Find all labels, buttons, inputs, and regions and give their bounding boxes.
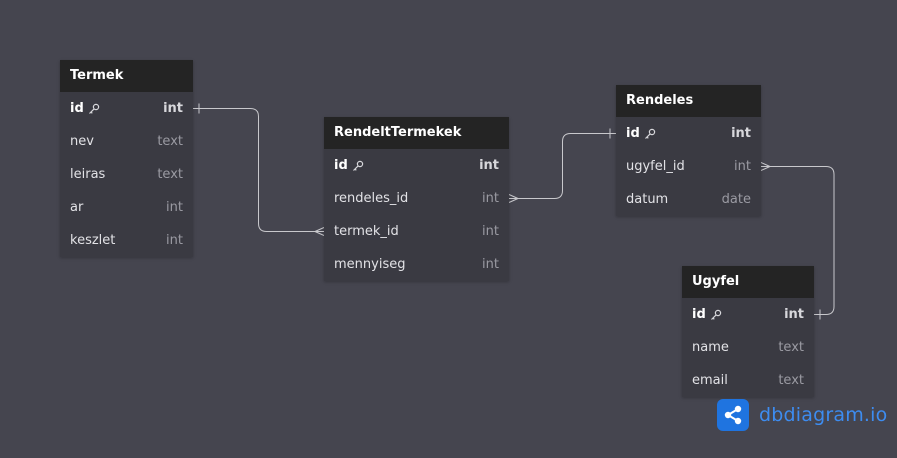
field-type: text [157,134,183,149]
field-row-id[interactable]: id int [324,149,509,182]
primary-key-icon [352,160,364,172]
brand-watermark[interactable]: dbdiagram.io [717,399,887,431]
field-name-group: name [692,340,729,355]
field-name: ugyfel_id [626,159,685,174]
field-type: int [731,126,751,141]
field-row-id[interactable]: id int [682,298,814,331]
field-name-group: email [692,373,728,388]
field-name-group: leiras [70,167,105,182]
field-row-leiras[interactable]: leiras text [60,158,193,191]
primary-key-icon [644,128,656,140]
table-header[interactable]: Termek [60,60,193,92]
table-rendeles[interactable]: Rendeles id int ugyfel_id int datum date [616,85,761,216]
table-header[interactable]: RendeltTermekek [324,117,509,149]
field-type: text [778,340,804,355]
field-row-mennyiseg[interactable]: mennyiseg int [324,248,509,281]
brand-label: dbdiagram.io [759,404,888,426]
field-name: mennyiseg [334,257,406,272]
field-name: id [626,126,640,141]
field-name: leiras [70,167,106,182]
field-row-id[interactable]: id int [60,92,193,125]
field-row-datum[interactable]: datum date [616,183,761,216]
field-type: int [784,307,804,322]
many-marker [760,162,771,171]
field-type: int [163,101,183,116]
many-marker [508,194,519,203]
field-name: datum [626,192,669,207]
field-row-rendeles-id[interactable]: rendeles_id int [324,182,509,215]
field-name: name [692,340,729,355]
field-type: int [734,159,751,174]
field-name: keszlet [70,233,116,248]
field-name-group: id [692,307,722,322]
field-row-id[interactable]: id int [616,117,761,150]
field-type: text [778,373,804,388]
field-name: termek_id [334,224,399,239]
field-type: int [482,257,499,272]
field-name-group: keszlet [70,233,115,248]
field-name-group: rendeles_id [334,191,408,206]
primary-key-icon [88,103,100,115]
field-row-keszlet[interactable]: keszlet int [60,224,193,257]
field-type: text [157,167,183,182]
field-type: int [479,158,499,173]
field-name: rendeles_id [334,191,409,206]
field-name-group: nev [70,134,94,149]
primary-key-icon [710,309,722,321]
field-row-email[interactable]: email text [682,364,814,397]
relation-line [509,133,616,199]
field-type: int [482,224,499,239]
field-name: ar [70,200,84,215]
share-nodes-icon [717,399,749,431]
field-type: int [482,191,499,206]
field-name: email [692,373,728,388]
field-name-group: ar [70,200,83,215]
field-name-group: mennyiseg [334,257,405,272]
table-header[interactable]: Ugyfel [682,266,814,298]
many-marker [314,227,325,236]
field-name: id [334,158,348,173]
field-name: nev [70,134,94,149]
field-name: id [692,307,706,322]
field-row-name[interactable]: name text [682,331,814,364]
field-type: int [166,200,183,215]
field-name-group: id [70,101,100,116]
table-header[interactable]: Rendeles [616,85,761,117]
field-name-group: datum [626,192,668,207]
field-type: int [166,233,183,248]
relation-line [193,108,324,232]
field-name-group: termek_id [334,224,399,239]
field-name-group: id [334,158,364,173]
table-ugyfel[interactable]: Ugyfel id int name text email text [682,266,814,397]
field-row-termek-id[interactable]: termek_id int [324,215,509,248]
field-name-group: ugyfel_id [626,159,685,174]
field-type: date [721,192,751,207]
field-name: id [70,101,84,116]
field-row-ar[interactable]: ar int [60,191,193,224]
field-row-nev[interactable]: nev text [60,125,193,158]
field-row-ugyfel-id[interactable]: ugyfel_id int [616,150,761,183]
field-name-group: id [626,126,656,141]
